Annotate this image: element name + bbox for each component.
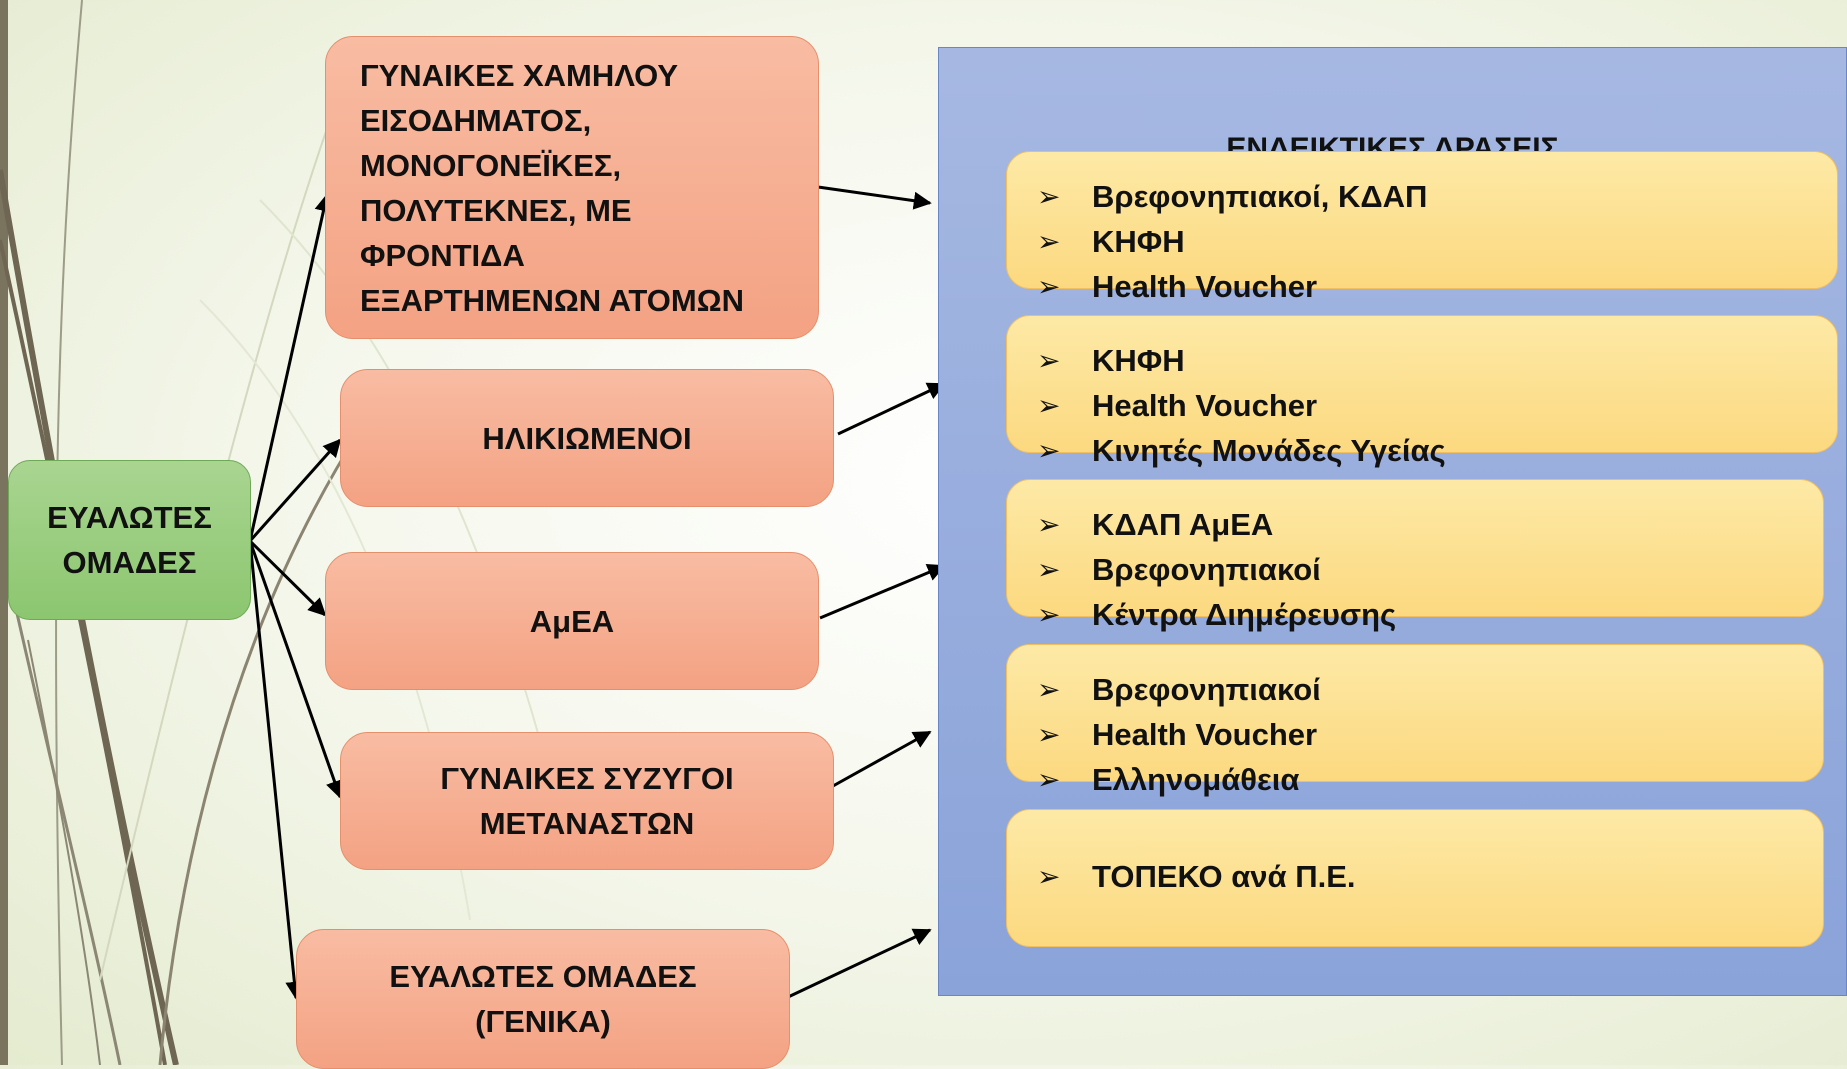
arrow-root-to-group-5 [248, 540, 304, 1000]
group-node-label: ΗΛΙΚΙΩΜΕΝΟΙ [482, 420, 692, 456]
group-node-label: ΓΥΝΑΙΚΕΣ ΣΥΖΥΓΟΙ ΜΕΤΑΝΑΣΤΩΝ [440, 761, 734, 841]
action-item-text: Βρεφονηπιακοί [1092, 672, 1321, 707]
action-box-2: ➢ ΚΗΦΗ ➢ Health Voucher ➢ Κινητές Μονάδες Υ… [1006, 315, 1838, 468]
arrow-bullet-icon: ➢ [1037, 435, 1061, 466]
arrow-bullet-icon: ➢ [1037, 271, 1061, 302]
action-box-4: ➢ Βρεφονηπιακοί ➢ Health Voucher ➢ Ελληνομά… [1006, 644, 1824, 797]
arrow-root-to-group-3 [248, 539, 327, 617]
arrow-group-2-to-actions [837, 382, 946, 436]
arrow-root-to-group-1 [248, 193, 333, 542]
arrow-root-to-group-4 [248, 540, 344, 799]
action-item-text: Health Voucher [1092, 717, 1318, 752]
group-node-low-income-women: ΓΥΝΑΙΚΕΣ ΧΑΜΗΛΟΥ ΕΙΣΟΔΗΜΑΤΟΣ, ΜΟΝΟΓΟΝΕΪΚ… [325, 36, 819, 339]
arrow-bullet-icon: ➢ [1037, 764, 1061, 795]
root-node-vulnerable-groups: ΕΥΑΛΩΤΕΣ ΟΜΑΔΕΣ [8, 460, 251, 620]
action-box-3: ➢ ΚΔΑΠ ΑμΕΑ ➢ Βρεφονηπιακοί ➢ Κέντρα Διημέρ… [1006, 479, 1824, 632]
arrow-group-1-to-actions [817, 185, 932, 210]
arrow-bullet-icon: ➢ [1037, 509, 1061, 540]
action-box-1: ➢ Βρεφονηπιακοί, ΚΔΑΠ ➢ ΚΗΦΗ ➢ Health Vouch… [1006, 151, 1838, 304]
action-item-text: ΚΔΑΠ ΑμΕΑ [1092, 507, 1274, 542]
arrow-bullet-icon: ➢ [1037, 226, 1061, 257]
arrow-bullet-icon: ➢ [1037, 861, 1061, 892]
arrow-bullet-icon: ➢ [1037, 390, 1061, 421]
action-item-text: ΤΟΠΕΚΟ ανά Π.Ε. [1092, 859, 1356, 894]
arrow-group-3-to-actions [819, 563, 946, 620]
action-item-text: Βρεφονηπιακοί [1092, 552, 1321, 587]
group-node-vulnerable-general: ΕΥΑΛΩΤΕΣ ΟΜΑΔΕΣ (ΓΕΝΙΚΑ) [296, 929, 790, 1069]
group-node-label: ΑμΕΑ [529, 603, 615, 639]
arrow-bullet-icon: ➢ [1037, 674, 1061, 705]
action-item-text: Κέντρα Διημέρευσης [1092, 597, 1397, 632]
left-accent-bar [0, 0, 8, 1065]
group-node-label: ΕΥΑΛΩΤΕΣ ΟΜΑΔΕΣ (ΓΕΝΙΚΑ) [389, 959, 697, 1039]
group-node-label: ΓΥΝΑΙΚΕΣ ΧΑΜΗΛΟΥ ΕΙΣΟΔΗΜΑΤΟΣ, ΜΟΝΟΓΟΝΕΪΚ… [360, 57, 744, 318]
arrow-bullet-icon: ➢ [1037, 345, 1061, 376]
arrow-bullet-icon: ➢ [1037, 719, 1061, 750]
arrow-bullet-icon: ➢ [1037, 554, 1061, 585]
group-node-migrant-spouses: ΓΥΝΑΙΚΕΣ ΣΥΖΥΓΟΙ ΜΕΤΑΝΑΣΤΩΝ [340, 732, 834, 870]
action-item-text: Health Voucher [1092, 269, 1318, 304]
arrow-group-5-to-actions [785, 928, 932, 1000]
action-item-text: Βρεφονηπιακοί, ΚΔΑΠ [1092, 179, 1428, 214]
action-box-5: ➢ ΤΟΠΕΚΟ ανά Π.Ε. [1006, 809, 1824, 947]
arrow-bullet-icon: ➢ [1037, 599, 1061, 630]
action-item-text: ΚΗΦΗ [1092, 343, 1185, 378]
arrow-bullet-icon: ➢ [1037, 181, 1061, 212]
arrow-root-to-group-2 [248, 438, 342, 542]
group-node-elderly: ΗΛΙΚΙΩΜΕΝΟΙ [340, 369, 834, 507]
action-item-text: ΚΗΦΗ [1092, 224, 1185, 259]
group-node-disabled: ΑμΕΑ [325, 552, 819, 690]
root-node-label: ΕΥΑΛΩΤΕΣ ΟΜΑΔΕΣ [47, 500, 212, 580]
action-item-text: Health Voucher [1092, 388, 1318, 423]
action-item-text: Ελληνομάθεια [1092, 762, 1300, 797]
arrow-group-4-to-actions [823, 730, 932, 793]
action-item-text: Κινητές Μονάδες Υγείας [1092, 433, 1446, 468]
